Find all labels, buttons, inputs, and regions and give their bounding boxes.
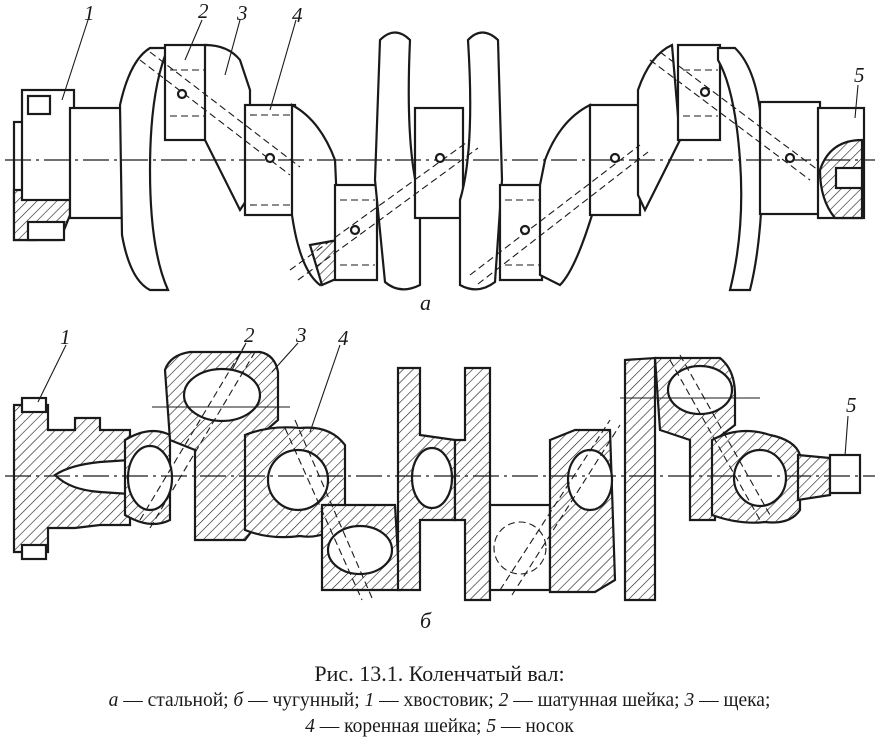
caption-key-2: 2 (498, 690, 509, 711)
top-callout-5: 5 (854, 63, 865, 87)
caption-key-4: 4 (305, 716, 315, 737)
top-callout-leaders (61, 19, 859, 119)
bottom-callout-leaders (37, 342, 849, 457)
caption-line-1: а — стальной; б — чугунный; 1 — хвостови… (0, 688, 879, 714)
caption-line-2: 4 — коренная шейка; 5 — носок (0, 714, 879, 740)
caption-key-5: 5 (486, 716, 497, 737)
bottom-callout-5: 5 (846, 393, 857, 417)
caption-text-b: — чугунный; (243, 690, 365, 711)
caption-key-3: 3 (684, 690, 695, 711)
bottom-callout-2: 2 (244, 323, 255, 347)
top-callout-2: 2 (198, 0, 209, 23)
top-callout-4: 4 (292, 3, 303, 27)
bottom-sublabel: б (420, 608, 432, 633)
caption-text-3: — щека; (694, 690, 771, 711)
caption-text-1: — хвостовик; (374, 690, 499, 711)
top-callout-1: 1 (84, 1, 95, 25)
caption-key-b: б (233, 690, 244, 711)
caption-text-2: — шатунная шейка; (508, 690, 685, 711)
top-sublabel: а (420, 290, 431, 315)
bottom-callout-4: 4 (338, 326, 349, 350)
top-callout-3: 3 (236, 1, 248, 25)
bottom-callout-1: 1 (60, 325, 71, 349)
caption-key-a: а (108, 690, 119, 711)
caption-text-a: — стальной; (118, 690, 234, 711)
caption-text-4: — коренная шейка; (314, 716, 487, 737)
steel-crankshaft-drawing (5, 31, 875, 292)
caption-key-1: 1 (364, 690, 375, 711)
cast-iron-crankshaft-drawing (5, 344, 875, 602)
bottom-callout-3: 3 (295, 323, 307, 347)
figure-caption: Рис. 13.1. Коленчатый вал: а — стальной;… (0, 660, 879, 740)
caption-title: Рис. 13.1. Коленчатый вал: (314, 661, 565, 686)
caption-text-5: — носок (496, 716, 574, 737)
